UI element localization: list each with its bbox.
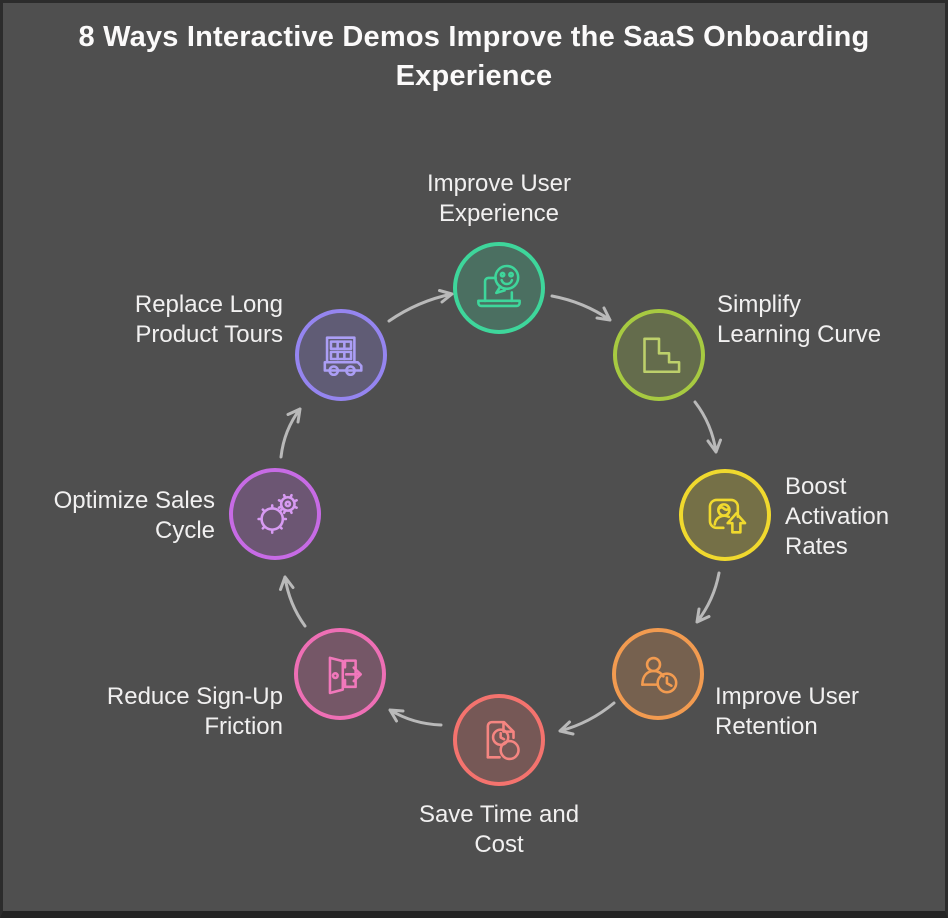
stairs-icon (643, 337, 681, 374)
arrow-bottom-to-bottom-left (388, 708, 443, 727)
label-reduce-sign-up-friction: Reduce Sign-Up Friction (106, 683, 283, 740)
tour-bus-icon (323, 336, 363, 377)
arrow-top-to-top-right (550, 294, 612, 322)
node-optimize-sales-cycle: $ (229, 468, 321, 560)
document-time-money-icon: $ (486, 720, 520, 761)
arrow-left-to-top-left (279, 407, 302, 459)
arrow-bottom-right-to-bottom (558, 701, 616, 736)
node-improve-user-retention (612, 628, 704, 720)
node-improve-user-experience (453, 242, 545, 334)
flow-arrows (279, 289, 722, 736)
label-simplify-learning-curve: Simplify Learning Curve (717, 291, 882, 348)
label-improve-user-retention: Improve User Retention (715, 683, 860, 740)
page-title-line-2: Experience (395, 60, 553, 92)
infographic-canvas: 8 Ways Interactive Demos Improve the Saa… (3, 3, 945, 911)
node-reduce-sign-up-friction (294, 628, 386, 720)
label-boost-activation-rates: Boost Activation Rates (785, 473, 890, 560)
node-save-time-and-cost: $ (453, 694, 545, 786)
arrow-right-to-bottom-right (695, 571, 721, 624)
arrow-top-left-to-top (387, 289, 454, 323)
label-save-time-and-cost: Save Time and Cost (418, 801, 580, 858)
user-clock-icon (641, 656, 678, 694)
node-replace-long-product-tours (295, 309, 387, 401)
node-simplify-learning-curve (613, 309, 705, 401)
door-entry-arrow-icon (328, 656, 363, 695)
user-card-up-arrow-icon (708, 498, 747, 534)
arrow-top-right-to-right (693, 400, 722, 454)
gears-dollar-icon: $ (257, 493, 298, 534)
laptop-chat-smiley-icon (477, 264, 521, 308)
label-optimize-sales-cycle: Optimize Sales Cycle (53, 487, 215, 544)
page-title: 8 Ways Interactive Demos Improve the Saa… (3, 18, 945, 96)
arrow-bottom-left-to-left (279, 575, 307, 628)
svg-text:$: $ (505, 744, 514, 759)
svg-text:$: $ (267, 512, 277, 528)
node-boost-activation-rates (679, 469, 771, 561)
label-replace-long-product-tours: Replace Long Product Tours (134, 291, 283, 348)
page-title-line-1: 8 Ways Interactive Demos Improve the Saa… (78, 21, 870, 53)
label-improve-user-experience: Improve User Experience (426, 170, 572, 227)
